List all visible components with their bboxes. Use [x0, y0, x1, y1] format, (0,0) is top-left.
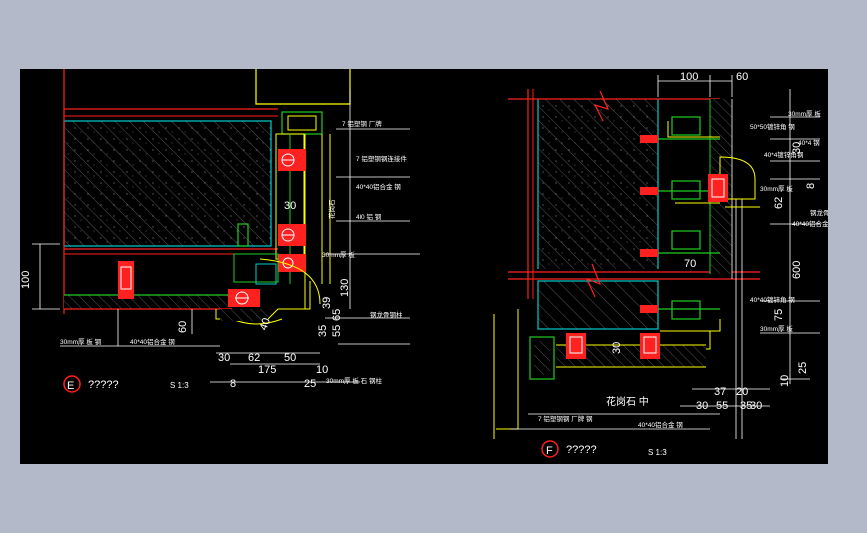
anchor-f-3: [640, 249, 658, 257]
bracket-e-3: [228, 289, 260, 307]
dim-e-8: 10: [316, 364, 328, 376]
anchor-f-2: [640, 187, 658, 195]
detail-marker-f-letter: F: [546, 445, 553, 457]
label-e-bottom-1: 30mm厚 板 钢: [60, 337, 102, 346]
dim-e-16: 40: [258, 316, 273, 332]
dim-e-9: 8: [230, 378, 236, 390]
callout-f-7: 40*40铝合金 钢: [792, 219, 828, 228]
callout-f-8: 40*40镀锌角 钢: [750, 295, 795, 304]
cad-viewport[interactable]: 100 30 60 30 62 50 175 10 8 25 39 65 55 …: [20, 69, 837, 464]
dim-e-11: 39: [321, 297, 333, 309]
detail-scale-f: S 1:3: [648, 448, 667, 457]
dim-f-top-1: 100: [680, 71, 698, 83]
dim-f-15: 30: [750, 400, 762, 412]
anchor-f-1: [640, 135, 658, 143]
detail-f: 100 60 30 8 62 600 70 75 25 10 30 37 20 …: [493, 71, 837, 458]
dim-e-6: 50: [284, 352, 296, 364]
callout-f-9: 30mm厚 板: [760, 324, 793, 333]
bracket-f-3: [671, 230, 701, 250]
dim-f-2: 8: [805, 183, 817, 189]
bracket-e-1: [278, 149, 306, 171]
bracket-f-4: [671, 300, 701, 320]
dim-f-6: 75: [773, 309, 785, 321]
dim-e-3: 60: [177, 321, 189, 333]
callout-e-3: 40*40铝合金 钢: [356, 182, 401, 191]
bracket-f-2: [671, 180, 701, 200]
bracket-f-red: [708, 174, 728, 202]
dim-e-5: 62: [248, 352, 260, 364]
callout-e-8: 钢龙骨钢柱: [370, 310, 403, 319]
dim-e-4: 30: [218, 352, 230, 364]
bracket-f-bottom-2: [640, 333, 660, 359]
dim-f-11: 20: [736, 386, 748, 398]
dim-e-14: 35: [317, 325, 329, 337]
callout-f-1: 30mm厚 板: [788, 109, 821, 118]
dim-f-8: 10: [779, 375, 791, 387]
dim-f-7: 25: [797, 362, 809, 374]
callout-e-4: 4l0 铝 钢: [356, 212, 382, 221]
dim-f-12: 30: [696, 400, 708, 412]
bracket-e-4: [118, 261, 134, 299]
dim-e-15: 130: [339, 279, 351, 297]
dim-f-top-2: 60: [736, 71, 748, 83]
callout-e-1: 7 铝塑钢 厂牌: [342, 119, 382, 128]
dim-f-10: 37: [714, 386, 726, 398]
detail-marker-e-letter: E: [67, 380, 74, 392]
callout-e-6: 花岗石: [327, 199, 336, 219]
bracket-f-1: [671, 116, 701, 136]
label-e-bottom-2: 40*40铝合金 钢: [130, 337, 175, 346]
bracket-f-bottom-1: [566, 333, 586, 359]
callout-f-2: 50*50镀锌角 钢: [750, 122, 795, 131]
callout-f-6: 钢龙骨钢: [810, 208, 828, 217]
label-f-bottom-2: 40*40铝合金 钢: [638, 420, 683, 429]
callout-f-3: 40*4 钢: [798, 139, 820, 147]
dim-f-13: 55: [716, 400, 728, 412]
detail-title-f: ?????: [566, 444, 597, 456]
dim-e-10: 25: [304, 378, 316, 390]
detail-marker-f: [541, 440, 559, 458]
dim-e-2: 30: [284, 200, 296, 212]
callout-e-7: 30mm厚 板 石 钢柱: [326, 376, 382, 385]
callout-f-5: 30mm厚 板: [760, 184, 793, 193]
dim-e-13: 55: [331, 325, 343, 337]
dim-f-4: 600: [791, 261, 803, 279]
dim-f-3: 62: [773, 197, 785, 209]
detail-e: 100 30 60 30 62 50 175 10 8 25 39 65 55 …: [20, 69, 420, 393]
callout-e-5: 30mm厚 板: [322, 250, 355, 259]
dim-f-1: 30: [791, 142, 803, 154]
dim-f-5: 70: [684, 258, 696, 270]
dim-e-7: 175: [258, 364, 276, 376]
callout-e-2: 7 铝塑钢钢连接件: [356, 154, 407, 163]
detail-marker-e: [63, 375, 81, 393]
detail-scale-e: S 1:3: [170, 381, 189, 390]
granite-label-f: 花岗石 中: [606, 395, 649, 408]
dim-f-14: 35: [740, 400, 752, 412]
callout-f-4: 40*4镀锌角钢: [764, 150, 804, 159]
dim-e-12: 65: [331, 309, 343, 321]
cad-drawing: 100 30 60 30 62 50 175 10 8 25 39 65 55 …: [20, 69, 837, 458]
dim-f-9: 30: [611, 342, 623, 354]
dim-e-1: 100: [20, 271, 32, 289]
label-f-bottom-1: 7 铝塑钢钢 厂牌 钢: [538, 414, 593, 423]
detail-title-e: ?????: [88, 379, 119, 391]
anchor-f-4: [640, 305, 658, 313]
bracket-e-2: [278, 224, 306, 246]
